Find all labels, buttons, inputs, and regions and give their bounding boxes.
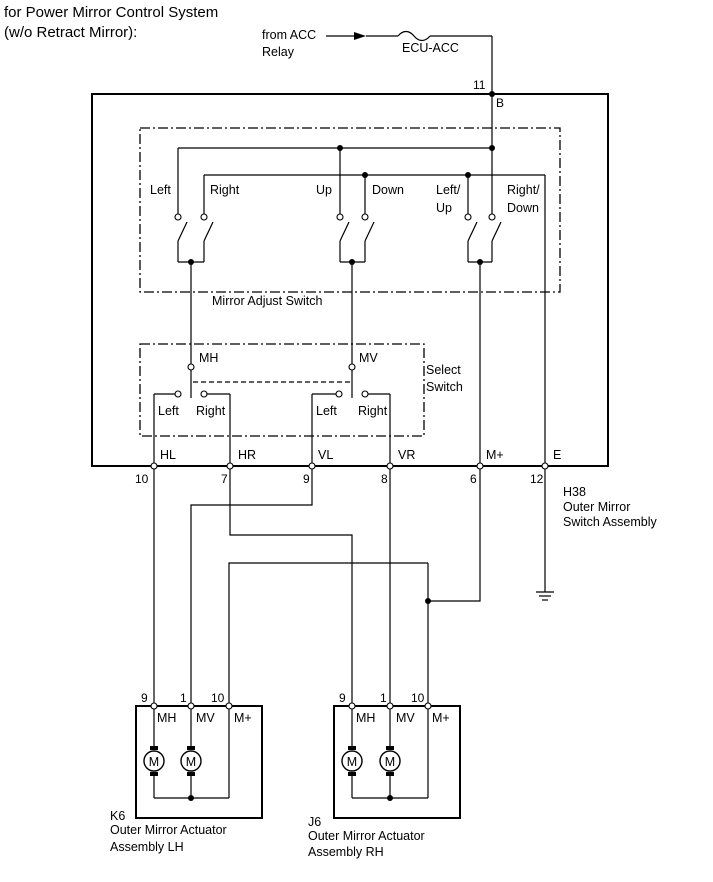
terminal-hr-label: HR (238, 448, 256, 462)
terminal-e-label: E (553, 448, 561, 462)
terminal-vr-label: VR (398, 448, 415, 462)
lh-pin-mplus: 10 (211, 691, 225, 705)
rh-terminal-mplus: M+ (432, 711, 450, 725)
select-right-b-label: Right (358, 404, 388, 418)
pin-e-number: 12 (530, 472, 544, 486)
lh-pin-mh: 9 (141, 691, 148, 705)
adjust-left-up-label-1: Left/ (436, 183, 461, 197)
lh-pin-mv: 1 (180, 691, 187, 705)
actuator-lh-box (135, 705, 263, 819)
switch-assembly-box (91, 93, 609, 467)
rh-pin-mplus: 10 (411, 691, 425, 705)
lh-horizontal-motor-icon: M (143, 746, 165, 776)
actuator-rh-name-line1: Outer Mirror Actuator (308, 829, 425, 843)
switch-assembly-name-line1: Outer Mirror (563, 500, 630, 514)
adjust-left-up-label-2: Up (436, 201, 452, 215)
adjust-switch-vertical-icon (336, 213, 375, 265)
lh-vertical-motor-icon: M (180, 746, 202, 776)
switch-assembly-code: H38 (563, 485, 586, 499)
fuse-icon (397, 30, 431, 42)
input-terminal-label: B (496, 96, 504, 110)
lh-terminal-mh: MH (157, 711, 176, 725)
select-switch-label-line1: Select (426, 363, 461, 377)
adjust-switch-common-icon (464, 213, 502, 265)
rh-pin-mh: 9 (339, 691, 346, 705)
mirror-adjust-switch-label: Mirror Adjust Switch (212, 294, 322, 308)
select-switch-label-line2: Switch (426, 380, 463, 394)
rh-terminal-mv: MV (396, 711, 415, 725)
select-mv-label: MV (359, 351, 378, 365)
adjust-right-down-label-1: Right/ (507, 183, 540, 197)
select-switch-mh-icon (154, 363, 230, 398)
actuator-lh-name-line2: Assembly LH (110, 840, 184, 854)
svg-text:M: M (149, 755, 159, 769)
actuator-rh-code: J6 (308, 815, 321, 829)
pin-vl-number: 9 (303, 472, 310, 486)
actuator-rh-name-line2: Assembly RH (308, 845, 384, 859)
adjust-down-label: Down (372, 183, 404, 197)
diagram-title-line1: for Power Mirror Control System (4, 4, 218, 21)
select-mh-label: MH (199, 351, 218, 365)
ground-icon (536, 591, 554, 601)
pin-hr-number: 7 (221, 472, 228, 486)
terminal-vl-label: VL (318, 448, 333, 462)
svg-text:M: M (347, 755, 357, 769)
pin-mplus-number: 6 (470, 472, 477, 486)
source-arrow-icon (326, 32, 366, 40)
source-label-line1: from ACC (262, 28, 316, 42)
actuator-lh-code: K6 (110, 809, 125, 823)
fuse-label: ECU-ACC (402, 41, 459, 55)
rh-horizontal-motor-icon: M (341, 746, 363, 776)
adjust-left-label: Left (150, 183, 171, 197)
adjust-right-label: Right (210, 183, 240, 197)
rh-terminal-mh: MH (356, 711, 375, 725)
pin-hl-number: 10 (135, 472, 149, 486)
lh-terminal-mplus: M+ (234, 711, 252, 725)
source-label-line2: Relay (262, 45, 295, 59)
lh-terminal-mv: MV (196, 711, 215, 725)
rh-pin-mv: 1 (380, 691, 387, 705)
rh-vertical-motor-icon: M (379, 746, 401, 776)
terminal-hl-label: HL (160, 448, 176, 462)
select-left-b-label: Left (316, 404, 337, 418)
select-left-a-label: Left (158, 404, 179, 418)
mirror-adjust-switch-box (139, 127, 561, 293)
select-right-a-label: Right (196, 404, 226, 418)
adjust-up-label: Up (316, 183, 332, 197)
input-pin-label: 11 (473, 78, 486, 92)
pin-vr-number: 8 (381, 472, 388, 486)
adjust-right-down-label-2: Down (507, 201, 539, 215)
actuator-rh-box (333, 705, 461, 819)
select-switch-mv-icon (312, 363, 390, 398)
adjust-switch-horizontal-icon (174, 213, 214, 265)
actuator-lh-name-line1: Outer Mirror Actuator (110, 823, 227, 837)
diagram-title-line2: (w/o Retract Mirror): (4, 24, 137, 41)
switch-assembly-name-line2: Switch Assembly (563, 515, 658, 529)
select-switch-box (139, 343, 425, 437)
svg-text:M: M (186, 755, 196, 769)
svg-text:M: M (385, 755, 395, 769)
terminal-mplus-label: M+ (486, 448, 504, 462)
